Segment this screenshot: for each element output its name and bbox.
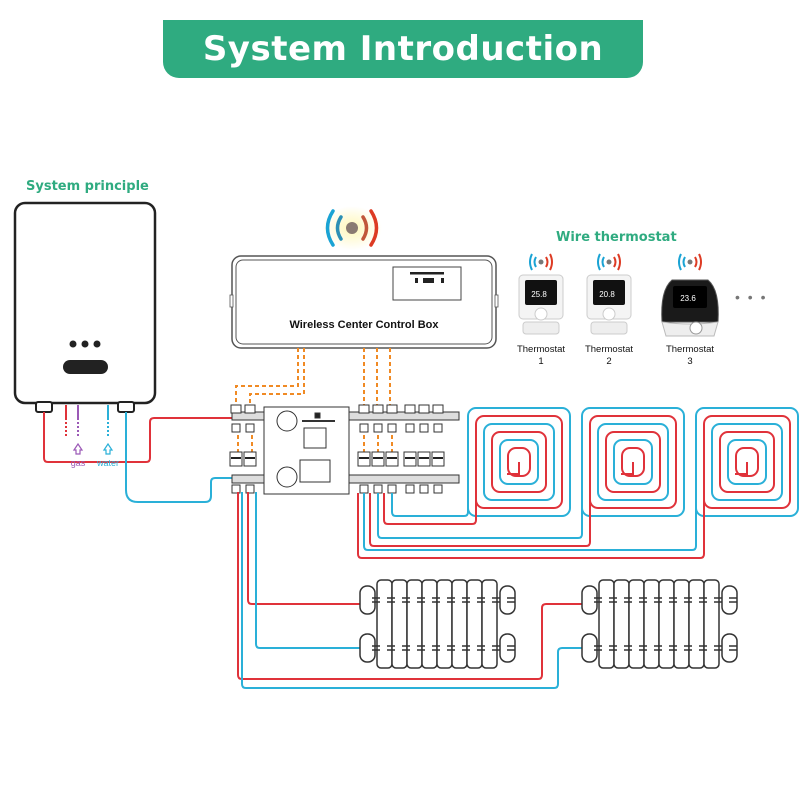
thermostat-1: 25.8 bbox=[518, 253, 564, 335]
title-banner: System Introduction bbox=[163, 20, 643, 78]
floor-loop-supply bbox=[383, 470, 477, 525]
manifold-valve bbox=[243, 404, 257, 494]
floor-loop bbox=[581, 407, 685, 517]
floor-loop bbox=[695, 407, 799, 517]
system-principle-label: System principle bbox=[26, 179, 149, 194]
control-box-label: Wireless Center Control Box bbox=[289, 319, 439, 331]
wireless-center-control-box bbox=[229, 255, 499, 349]
thermostat-display: 25.8 bbox=[531, 290, 547, 299]
wifi-signal-icon bbox=[678, 253, 702, 271]
floor-loop-supply bbox=[391, 470, 469, 517]
radiator-pipes bbox=[237, 492, 582, 689]
floor-loop bbox=[467, 407, 571, 517]
thermostat-number: 3 bbox=[687, 356, 693, 367]
thermostat-name: Thermostat bbox=[516, 344, 566, 355]
thermostat-display: 20.8 bbox=[599, 290, 615, 299]
floor-loop-supply bbox=[369, 470, 591, 547]
gas-label: gas bbox=[71, 458, 86, 468]
thermostat-number: 1 bbox=[538, 356, 544, 367]
boiler bbox=[13, 201, 157, 413]
manifold-valve bbox=[357, 404, 371, 494]
thermostat-1-label: Thermostat 1 bbox=[511, 344, 571, 368]
thermostat-3-label: Thermostat 3 bbox=[660, 344, 720, 368]
boiler-pipes bbox=[43, 405, 232, 503]
manifold-valve bbox=[371, 404, 385, 494]
water-label: water bbox=[96, 458, 119, 468]
thermostat-2: 20.8 bbox=[586, 253, 632, 335]
thermostats: 25.8 20.8 23.6 bbox=[518, 253, 719, 337]
thermostat-3: 23.6 bbox=[661, 253, 719, 337]
radiator bbox=[581, 579, 738, 669]
floor-loop-supply bbox=[357, 470, 705, 559]
thermostat-name: Thermostat bbox=[665, 344, 715, 355]
manifold-valve bbox=[417, 404, 431, 494]
radiator bbox=[359, 579, 516, 669]
thermostat-display: 23.6 bbox=[680, 294, 696, 303]
floor-loop-supply bbox=[363, 470, 697, 551]
wifi-signal-icon bbox=[529, 253, 553, 271]
manifold-valve bbox=[385, 404, 399, 494]
thermostat-2-label: Thermostat 2 bbox=[579, 344, 639, 368]
manifold-valve bbox=[229, 404, 243, 494]
floor-loop-supply bbox=[377, 470, 583, 539]
underfloor-heating-loops bbox=[357, 407, 799, 559]
thermostat-name: Thermostat bbox=[584, 344, 634, 355]
manifold bbox=[229, 404, 460, 495]
manifold-valve bbox=[431, 404, 445, 494]
wire-thermostat-heading: Wire thermostat bbox=[556, 230, 677, 245]
more-thermostats-indicator: • • • bbox=[735, 289, 768, 305]
wifi-signal-icon bbox=[597, 253, 621, 271]
manifold-valve bbox=[403, 404, 417, 494]
radiators bbox=[359, 579, 738, 669]
page-title: System Introduction bbox=[202, 29, 604, 69]
wireless-signal-icon bbox=[322, 206, 382, 250]
thermostat-number: 2 bbox=[606, 356, 612, 367]
